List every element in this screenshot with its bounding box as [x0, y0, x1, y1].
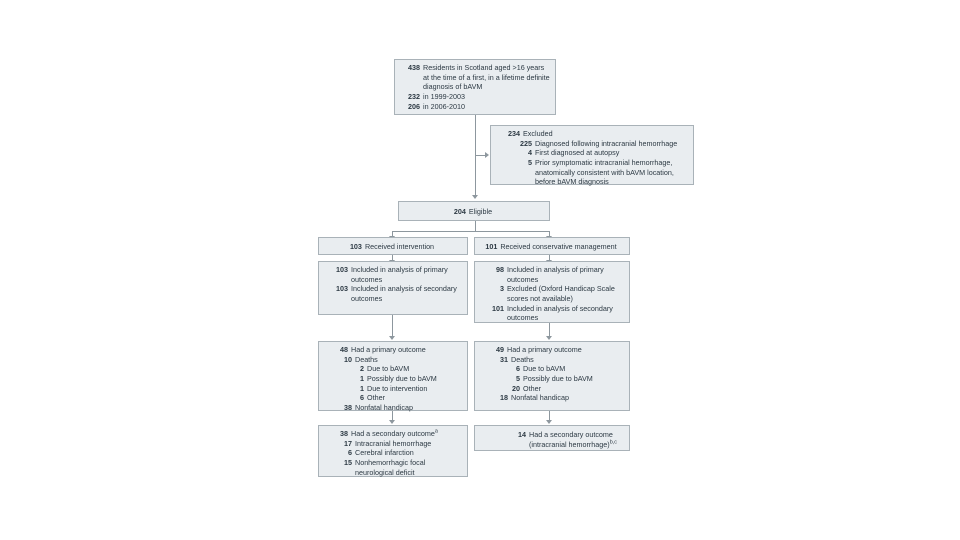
node-conservative-primary-line-4-label: Other — [523, 383, 541, 393]
arrowhead-eligible — [472, 195, 478, 199]
node-intervention-primary-line-1-num: 10 — [344, 354, 352, 364]
connector-to-intervention — [392, 231, 393, 237]
arrowhead-intervention-secondary — [389, 420, 395, 424]
node-enrolled-line-2-num: 206 — [408, 101, 420, 111]
node-intervention-secondary-line-1-label: Intracranial hemorrhage — [355, 438, 432, 448]
node-intervention-primary-line-4-num: 1 — [360, 383, 364, 393]
node-intervention-primary-line-2-label: Due to bAVM — [367, 364, 410, 374]
node-excluded-line-2-num: 4 — [528, 148, 532, 158]
node-conservative-analysis-line-0-label: Included in analysis of primary outcomes — [507, 265, 604, 284]
node-conservative-analysis-line-2-label: Included in analysis of secondary outcom… — [507, 303, 613, 323]
node-excluded-line-1-num: 225 — [520, 138, 532, 148]
node-conservative-primary-outcome: 49 Had a primary outcome 31 Deaths 6 Due… — [474, 341, 630, 411]
node-eligible-num: 204 — [453, 207, 466, 216]
node-intervention-primary-line-3-label: Possibly due to bAVM — [367, 373, 437, 383]
node-received-conservative-num: 101 — [485, 242, 498, 251]
arrowhead-conservative-secondary — [546, 420, 552, 424]
node-excluded-line-3-label: Prior symptomatic intracranial hemorrhag… — [535, 157, 674, 187]
node-conservative-analysis-line-0-num: 98 — [496, 265, 504, 274]
node-intervention-secondary-line-2-label: Cerebral infarction — [355, 448, 414, 458]
node-intervention-primary-line-4-label: Due to intervention — [367, 383, 428, 393]
node-conservative-analysis-line-2-num: 101 — [492, 303, 504, 313]
connector-intervention-to-analysis — [392, 255, 393, 261]
node-intervention-primary-line-2-num: 2 — [360, 364, 364, 374]
node-conservative-analysis-line-1-num: 3 — [500, 284, 504, 294]
node-conservative-primary-line-2-label: Due to bAVM — [523, 364, 566, 374]
node-intervention-secondary-line-1-num: 17 — [344, 438, 352, 448]
node-intervention-secondary-line-3-num: 15 — [344, 457, 352, 467]
node-intervention-primary-line-6-label: Nonfatal handicap — [355, 402, 413, 412]
node-excluded-line-0-num: 234 — [508, 129, 520, 138]
node-received-intervention-num: 103 — [349, 242, 362, 251]
node-enrolled-line-1-num: 232 — [408, 91, 420, 101]
node-enrolled-line-1-label: in 1999-2003 — [423, 91, 465, 101]
node-conservative-primary-line-3-label: Possibly due to bAVM — [523, 373, 593, 383]
node-conservative-primary-line-3-num: 5 — [516, 373, 520, 383]
connector-intervention-analysis-to-primary — [392, 315, 393, 337]
node-enrolled-line-0-num: 438 — [408, 63, 420, 72]
connector-conservative-to-analysis — [549, 255, 550, 261]
node-intervention-analysis-line-1-num: 103 — [336, 284, 348, 294]
connector-intervention-primary-to-secondary — [392, 411, 393, 421]
node-intervention-primary-line-6-num: 38 — [344, 402, 352, 412]
node-conservative-secondary-line-0-label: Had a secondary outcome (intracranial he… — [529, 430, 613, 449]
node-intervention-secondary-line-3-label: Nonhemorrhagic focal neurological defici… — [355, 457, 426, 477]
node-received-intervention-label: Received intervention — [364, 242, 435, 251]
node-enrolled-line-2-label: in 2006-2010 — [423, 101, 465, 111]
arrowhead-conservative-primary — [546, 336, 552, 340]
node-intervention-primary-line-5-label: Other — [367, 393, 385, 403]
node-intervention-primary-line-1-label: Deaths — [355, 354, 378, 364]
node-intervention-primary-line-0-num: 48 — [340, 345, 348, 354]
node-excluded-line-2-label: First diagnosed at autopsy — [535, 148, 620, 158]
connector-eligible-split — [392, 231, 549, 232]
connector-eligible-down — [475, 221, 476, 231]
node-conservative-primary-line-1-num: 31 — [500, 354, 508, 364]
footnote-marker-a: a — [434, 428, 438, 435]
node-conservative-primary-line-5-label: Nonfatal handicap — [511, 393, 569, 403]
node-conservative-secondary-outcome: 14 Had a secondary outcome (intracranial… — [474, 425, 630, 451]
node-intervention-analysis: 103 Included in analysis of primary outc… — [318, 261, 468, 315]
node-conservative-analysis-line-1-label: Excluded (Oxford Handicap Scale scores n… — [507, 284, 615, 303]
connector-enrolled-to-excluded — [475, 155, 487, 156]
node-intervention-secondary-outcome: 38 Had a secondary outcomea 17 Intracran… — [318, 425, 468, 477]
connector-to-conservative — [549, 231, 550, 237]
node-received-conservative-label: Received conservative management — [500, 242, 617, 251]
node-excluded-line-3-num: 5 — [528, 157, 532, 167]
node-intervention-secondary-line-0-num: 38 — [340, 429, 348, 438]
node-conservative-secondary-line-0-num: 14 — [518, 430, 526, 439]
node-excluded-line-0-label: Excluded — [523, 129, 553, 138]
node-excluded-line-1-label: Diagnosed following intracranial hemorrh… — [535, 138, 678, 148]
node-intervention-analysis-line-0-label: Included in analysis of primary outcomes — [351, 265, 448, 284]
node-intervention-analysis-line-1-label: Included in analysis of secondary outcom… — [351, 284, 457, 303]
arrowhead-excluded — [485, 152, 489, 158]
node-intervention-primary-line-3-num: 1 — [360, 373, 364, 383]
node-conservative-primary-line-4-num: 20 — [512, 383, 520, 393]
node-intervention-secondary-line-2-num: 6 — [348, 448, 352, 458]
node-conservative-primary-line-0-label: Had a primary outcome — [507, 345, 582, 354]
node-intervention-primary-line-5-num: 6 — [360, 393, 364, 403]
node-conservative-primary-line-5-num: 18 — [500, 393, 508, 403]
node-intervention-secondary-line-0-label: Had a secondary outcome — [351, 429, 435, 438]
node-conservative-primary-line-2-num: 6 — [516, 364, 520, 374]
node-enrolled-line-0-label: Residents in Scotland aged >16 years at … — [423, 63, 550, 92]
node-enrolled: 438 Residents in Scotland aged >16 years… — [394, 59, 556, 115]
node-conservative-primary-line-1-label: Deaths — [511, 354, 534, 364]
footnote-marker-bc: b,c — [609, 439, 617, 446]
node-conservative-analysis: 98 Included in analysis of primary outco… — [474, 261, 630, 323]
node-intervention-analysis-line-0-num: 103 — [336, 265, 348, 274]
node-intervention-primary-line-0-label: Had a primary outcome — [351, 345, 426, 354]
node-conservative-primary-line-0-num: 49 — [496, 345, 504, 354]
connector-conservative-primary-to-secondary — [549, 411, 550, 421]
node-intervention-primary-outcome: 48 Had a primary outcome 10 Deaths 2 Due… — [318, 341, 468, 412]
node-eligible-label: Eligible — [468, 207, 493, 216]
node-excluded: 234 Excluded 225 Diagnosed following int… — [490, 125, 694, 187]
arrowhead-intervention-primary — [389, 336, 395, 340]
connector-conservative-analysis-to-primary — [549, 323, 550, 337]
